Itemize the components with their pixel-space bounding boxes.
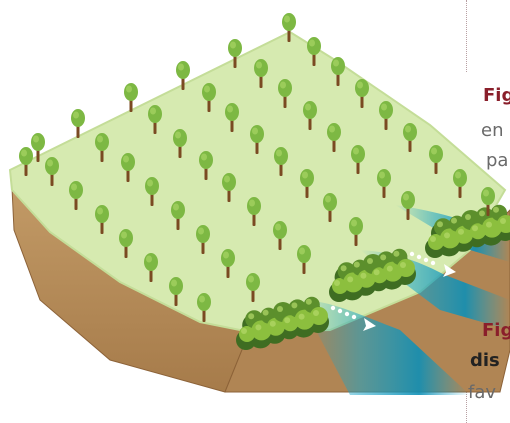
caption-top-label: Fig: [483, 85, 510, 107]
caption-top-line2: en: [481, 120, 503, 142]
caption-bottom-label: Fig: [482, 320, 510, 342]
caption-top-line3: pa: [486, 150, 508, 172]
caption-bottom-line2: dis: [470, 350, 500, 372]
caption-bottom-line3: fav: [468, 382, 496, 404]
